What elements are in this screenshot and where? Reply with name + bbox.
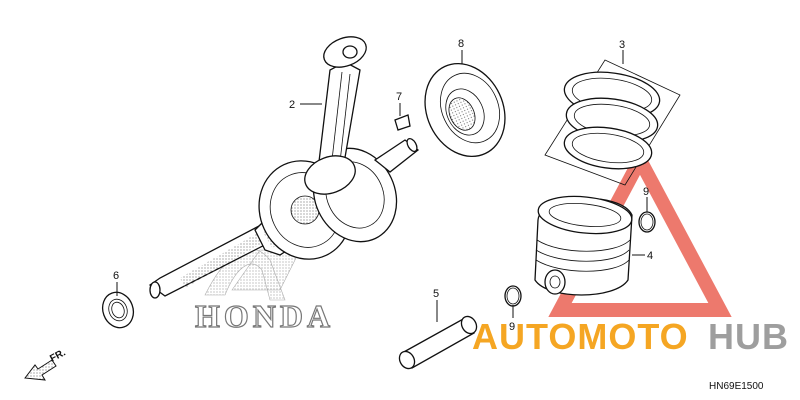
front-label: FR. bbox=[48, 347, 68, 364]
piston-pin bbox=[398, 315, 478, 370]
svg-text:AUTOMOTO: AUTOMOTO bbox=[472, 316, 689, 357]
front-direction-arrow bbox=[24, 359, 57, 381]
radial-bearing bbox=[424, 62, 506, 158]
leader-lines bbox=[116, 50, 648, 322]
callout-2: 2 bbox=[289, 99, 295, 111]
piston-pin-clip-upper bbox=[638, 211, 656, 233]
callout-6: 6 bbox=[113, 270, 119, 282]
woodruff-key bbox=[394, 114, 411, 131]
callout-8: 8 bbox=[458, 38, 464, 50]
honda-brand-text: HONDA bbox=[195, 298, 334, 334]
piston-pin-clip-lower bbox=[504, 285, 522, 307]
connecting-rod bbox=[304, 36, 367, 195]
callout-7: 7 bbox=[396, 91, 402, 103]
diagram-code: HN69E1500 bbox=[709, 381, 764, 392]
piston-ring-set bbox=[544, 59, 681, 186]
piston bbox=[534, 195, 633, 296]
callout-9-lower: 9 bbox=[509, 321, 515, 333]
callout-9-upper: 9 bbox=[643, 186, 649, 198]
thrust-washer bbox=[101, 291, 135, 329]
callout-3: 3 bbox=[619, 39, 625, 51]
callout-5: 5 bbox=[433, 288, 439, 300]
callout-4: 4 bbox=[647, 250, 653, 262]
svg-text:HUB: HUB bbox=[708, 316, 789, 357]
watermark-text: AUTOMOTO HUB bbox=[472, 316, 789, 357]
